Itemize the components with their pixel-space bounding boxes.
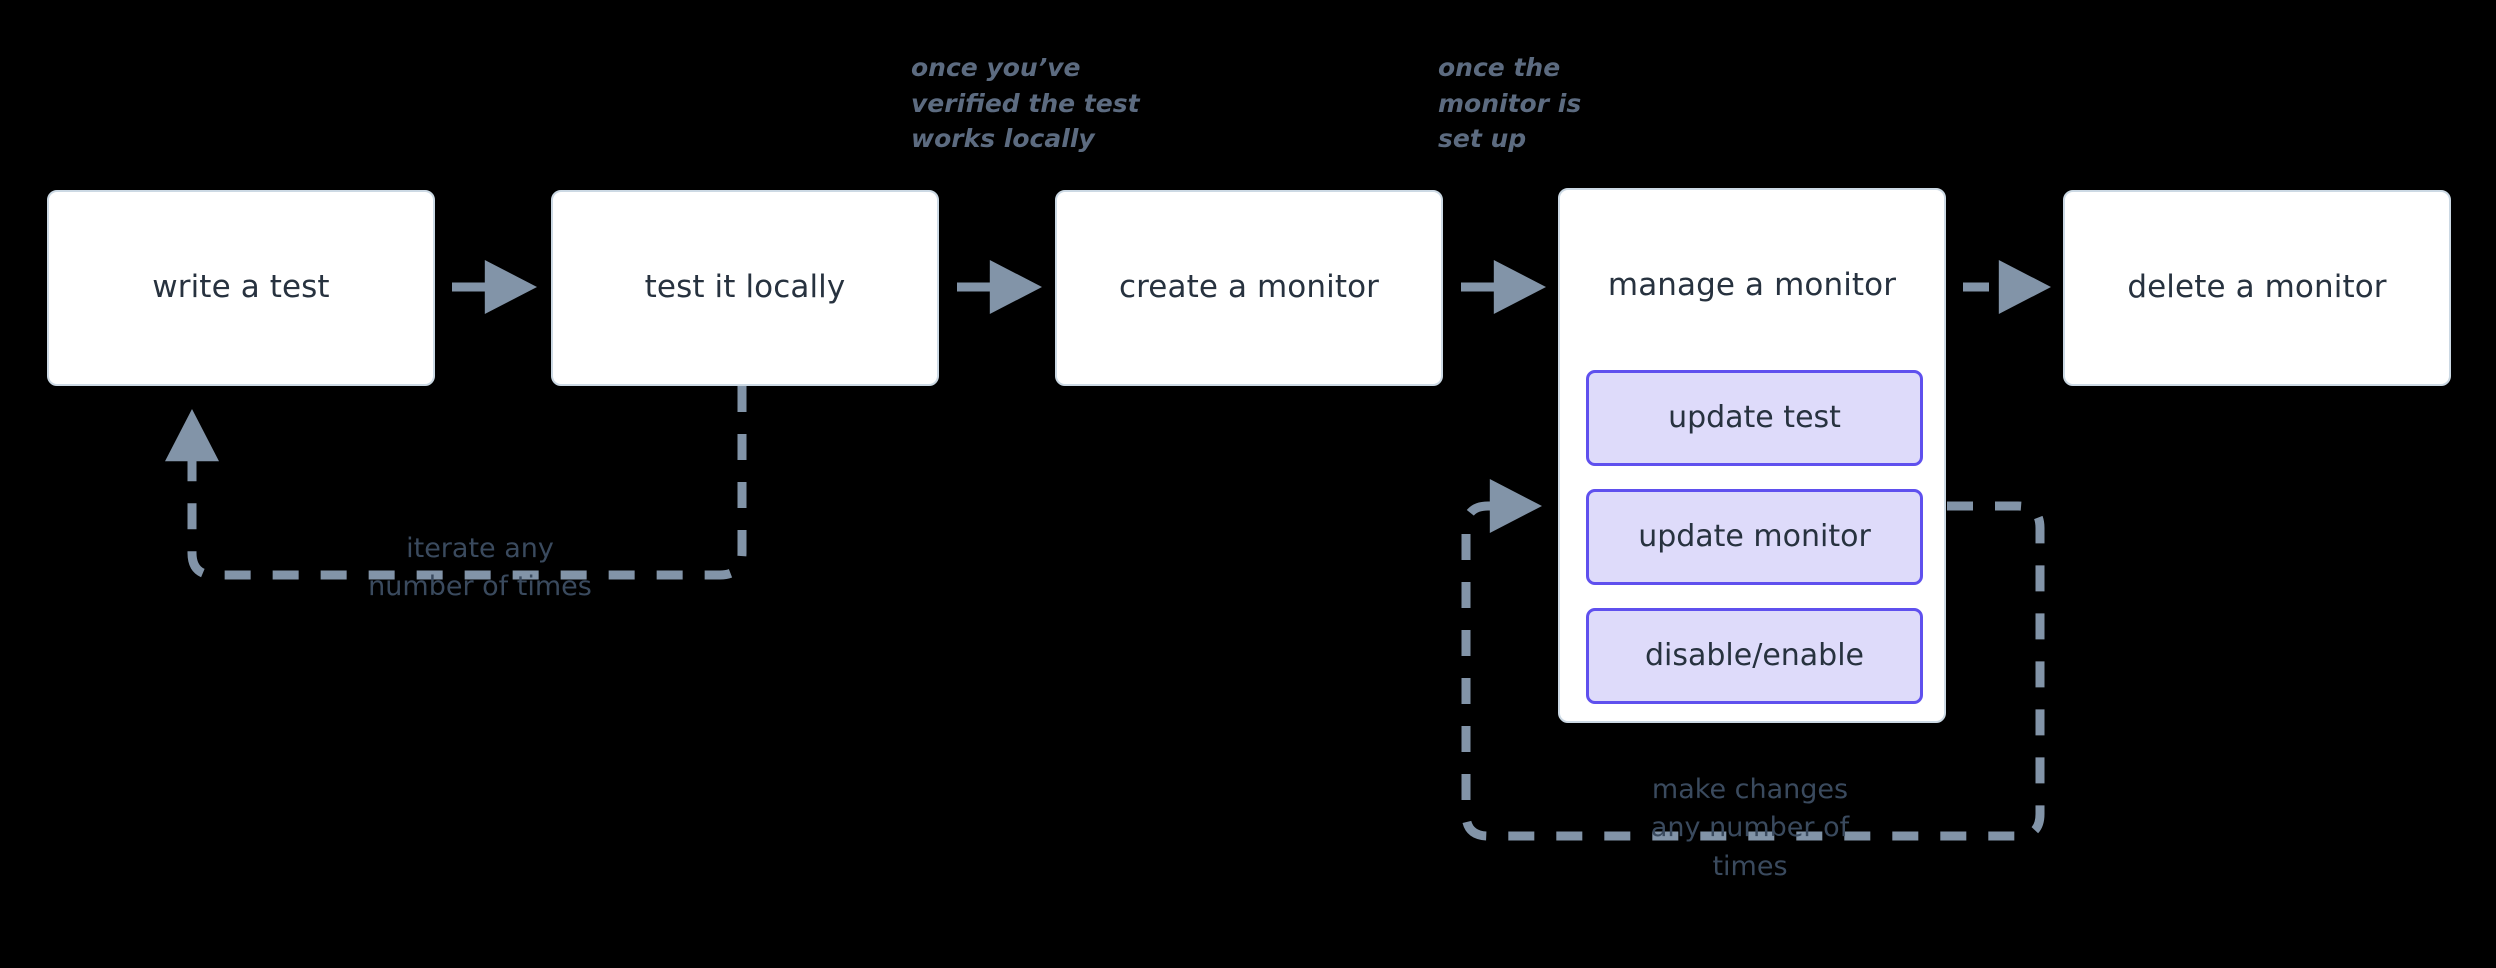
make-changes-loop-label: make changes any number of times bbox=[1650, 774, 1850, 882]
node-create-a-monitor[interactable]: create a monitor bbox=[1055, 190, 1443, 386]
subnode-update-test[interactable]: update test bbox=[1586, 370, 1923, 466]
node-write-a-test[interactable]: write a test bbox=[47, 190, 435, 386]
subnode-update-monitor[interactable]: update monitor bbox=[1586, 489, 1923, 585]
node-test-it-locally-label: test it locally bbox=[644, 269, 846, 306]
iterate-loop-label: iterate any number of times bbox=[368, 533, 592, 603]
node-test-it-locally[interactable]: test it locally bbox=[551, 190, 939, 386]
node-create-a-monitor-label: create a monitor bbox=[1119, 269, 1379, 306]
note-verified-test-works-locally: once you’ve verified the test works loca… bbox=[911, 53, 1140, 153]
node-delete-a-monitor[interactable]: delete a monitor bbox=[2063, 190, 2451, 386]
node-manage-a-monitor[interactable]: manage a monitor update test update moni… bbox=[1558, 188, 1946, 723]
node-manage-a-monitor-label: manage a monitor bbox=[1607, 267, 1897, 303]
subnode-disable-enable-label: disable/enable bbox=[1644, 638, 1865, 673]
node-delete-a-monitor-label: delete a monitor bbox=[2127, 269, 2387, 306]
subnode-update-test-label: update test bbox=[1668, 400, 1841, 435]
subnode-disable-enable[interactable]: disable/enable bbox=[1586, 608, 1923, 704]
subnode-update-monitor-label: update monitor bbox=[1638, 519, 1871, 554]
node-write-a-test-label: write a test bbox=[152, 269, 330, 306]
note-once-monitor-is-set-up: once the monitor is set up bbox=[1438, 53, 1582, 153]
